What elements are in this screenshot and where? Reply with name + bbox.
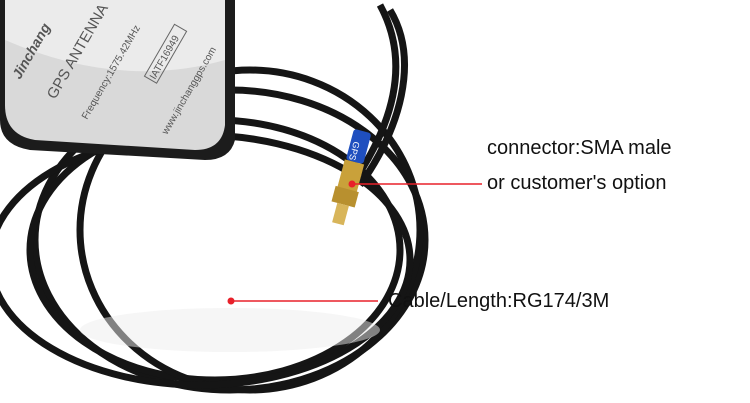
connector-callout-line2: or customer's option [487, 172, 667, 194]
callout-pointers [227, 180, 482, 305]
sma-connector: GPS [331, 129, 371, 226]
cable-callout: Cable/Length:RG174/3M [388, 290, 610, 312]
connector-callout-line1: connector:SMA male [487, 137, 672, 159]
connector-sleeve [346, 129, 371, 164]
sleeve-text: GPS [347, 141, 362, 162]
antenna-puck: Jinchang GPS ANTENNA Frequency:1575.42MH… [0, 0, 235, 160]
